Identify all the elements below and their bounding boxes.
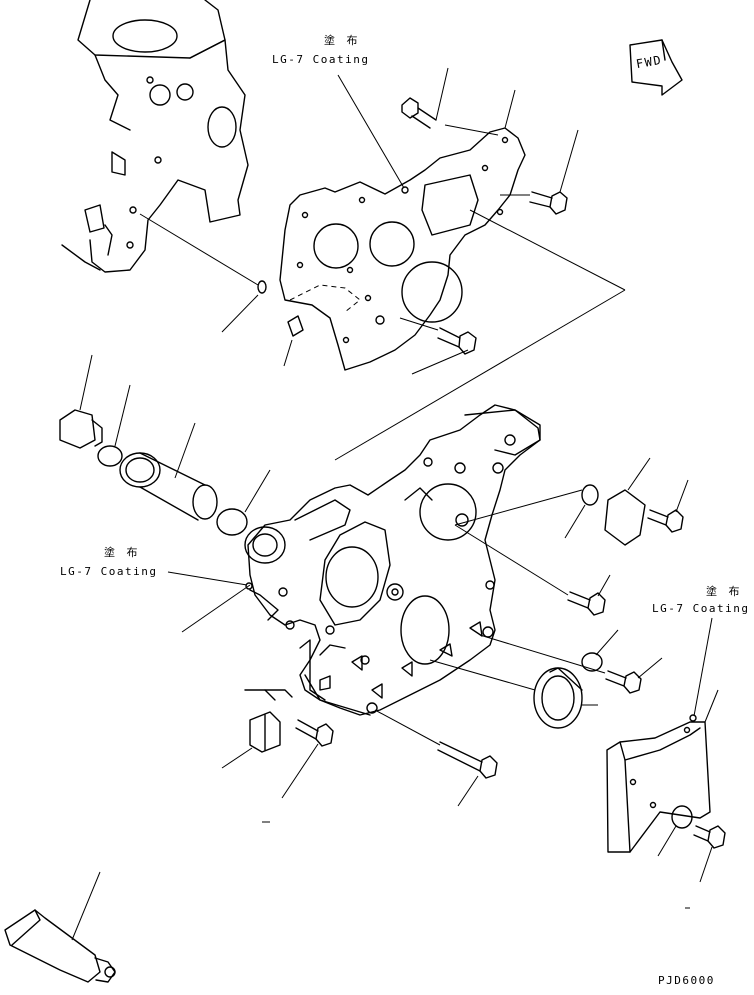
coating-left-jp: 塗 布 xyxy=(104,546,142,559)
coating-left-en: LG-7 Coating xyxy=(60,565,158,578)
side-bracket xyxy=(606,689,719,853)
clip xyxy=(221,711,281,769)
o-ring-3 xyxy=(581,484,599,506)
oil-seal xyxy=(533,667,598,729)
coating-left-leader xyxy=(167,571,248,586)
o-ring-2 xyxy=(216,508,248,536)
cover-bolt-1 xyxy=(567,574,611,616)
cover-bolt-3 xyxy=(605,657,663,694)
bolt-lower-2 xyxy=(437,741,498,807)
bolt-top-1 xyxy=(401,67,449,129)
coating-top-jp: 塗 布 xyxy=(324,34,362,47)
cover-plate xyxy=(604,457,651,546)
fwd-arrow-icon xyxy=(629,39,683,96)
coating-right-jp: 塗 布 xyxy=(706,585,744,598)
bracket-bolt xyxy=(693,825,726,883)
oil-filler-cap xyxy=(59,354,103,449)
coating-top-leader xyxy=(337,74,405,189)
engine-block xyxy=(61,0,249,273)
coating-right-en: LG-7 Coating xyxy=(652,602,750,615)
gasket-plate xyxy=(279,127,526,371)
bolt-mid xyxy=(411,327,477,375)
cover-bolt-2 xyxy=(647,479,689,533)
dowel-pin xyxy=(287,315,304,337)
front-gear-cover xyxy=(244,404,541,716)
washer xyxy=(581,652,603,672)
spacer xyxy=(671,805,693,829)
bolt-top-2 xyxy=(529,129,579,215)
bolt-lower-1 xyxy=(281,719,334,799)
coating-right-leader xyxy=(693,617,713,717)
o-ring-small xyxy=(257,280,267,294)
filler-tube xyxy=(119,422,218,521)
drawing-code: PJD6000 xyxy=(658,974,715,987)
o-ring-1 xyxy=(97,445,123,467)
bracket-line xyxy=(244,689,293,698)
coating-top-en: LG-7 Coating xyxy=(272,53,370,66)
sealant-tube xyxy=(4,871,116,983)
